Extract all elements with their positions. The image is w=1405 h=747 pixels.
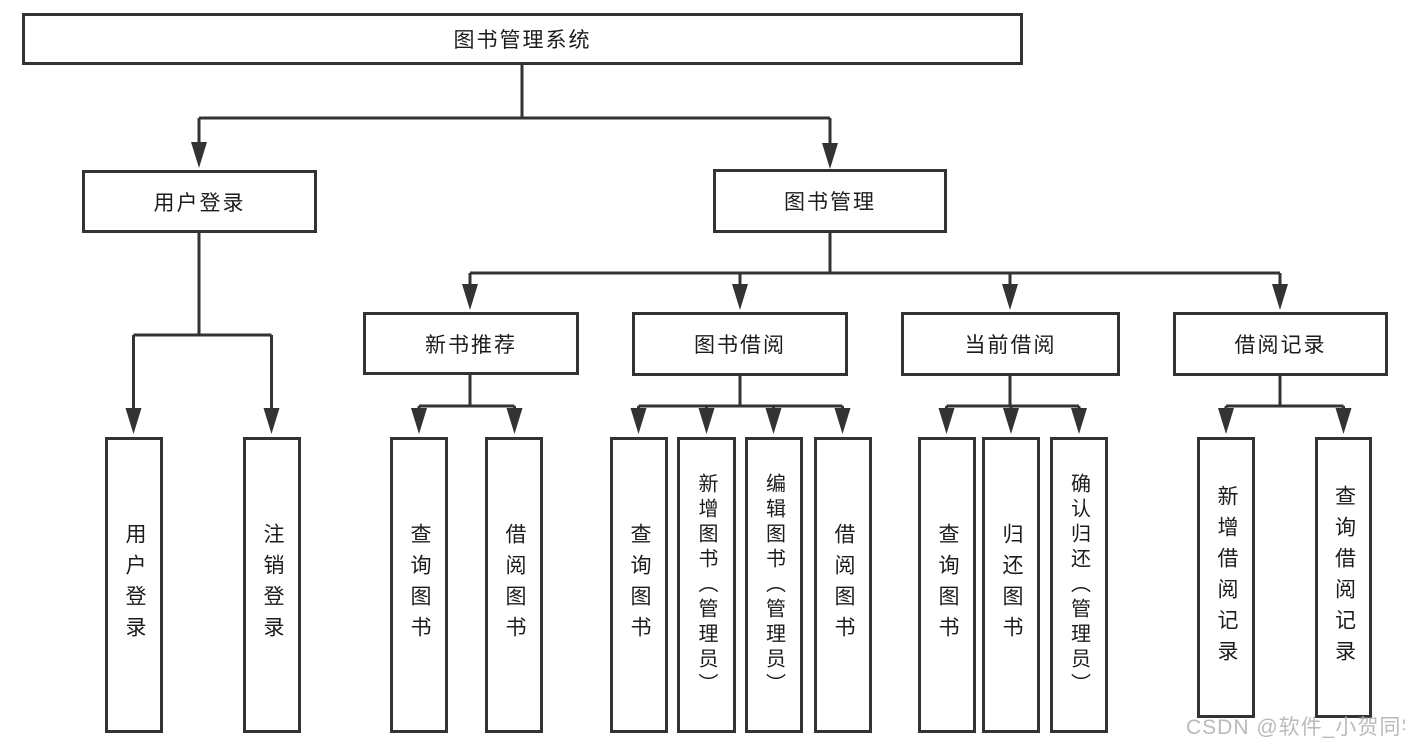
leaf-records-add-record: 新增借阅记录 xyxy=(1197,437,1255,718)
leaf-borrow-query-books: 查询图书 xyxy=(610,437,668,733)
node-new-book-recommend: 新书推荐 xyxy=(363,312,579,375)
watermark: CSDN @软件_小贺同学 xyxy=(1186,716,1405,739)
leaf-newrec-borrow-books: 借阅图书 xyxy=(485,437,543,733)
node-book-borrow: 图书借阅 xyxy=(632,312,848,376)
leaf-newrec-query-books: 查询图书 xyxy=(390,437,448,733)
leaf-records-query-record: 查询借阅记录 xyxy=(1315,437,1372,718)
node-borrow-records: 借阅记录 xyxy=(1173,312,1388,376)
leaf-user-login: 用户登录 xyxy=(105,437,163,733)
node-user-login: 用户登录 xyxy=(82,170,317,233)
leaf-logout: 注销登录 xyxy=(243,437,301,733)
node-book-management: 图书管理 xyxy=(713,169,947,233)
node-current-borrow: 当前借阅 xyxy=(901,312,1120,376)
leaf-borrow-edit-books-admin: 编辑图书（管理员） xyxy=(745,437,803,733)
leaf-current-return-books: 归还图书 xyxy=(982,437,1040,733)
leaf-borrow-borrow-books: 借阅图书 xyxy=(814,437,872,733)
leaf-current-confirm-return-admin: 确认归还（管理员） xyxy=(1050,437,1108,733)
leaf-current-query-books: 查询图书 xyxy=(918,437,976,733)
leaf-borrow-add-books-admin: 新增图书（管理员） xyxy=(677,437,736,733)
node-system-root: 图书管理系统 xyxy=(22,13,1023,65)
